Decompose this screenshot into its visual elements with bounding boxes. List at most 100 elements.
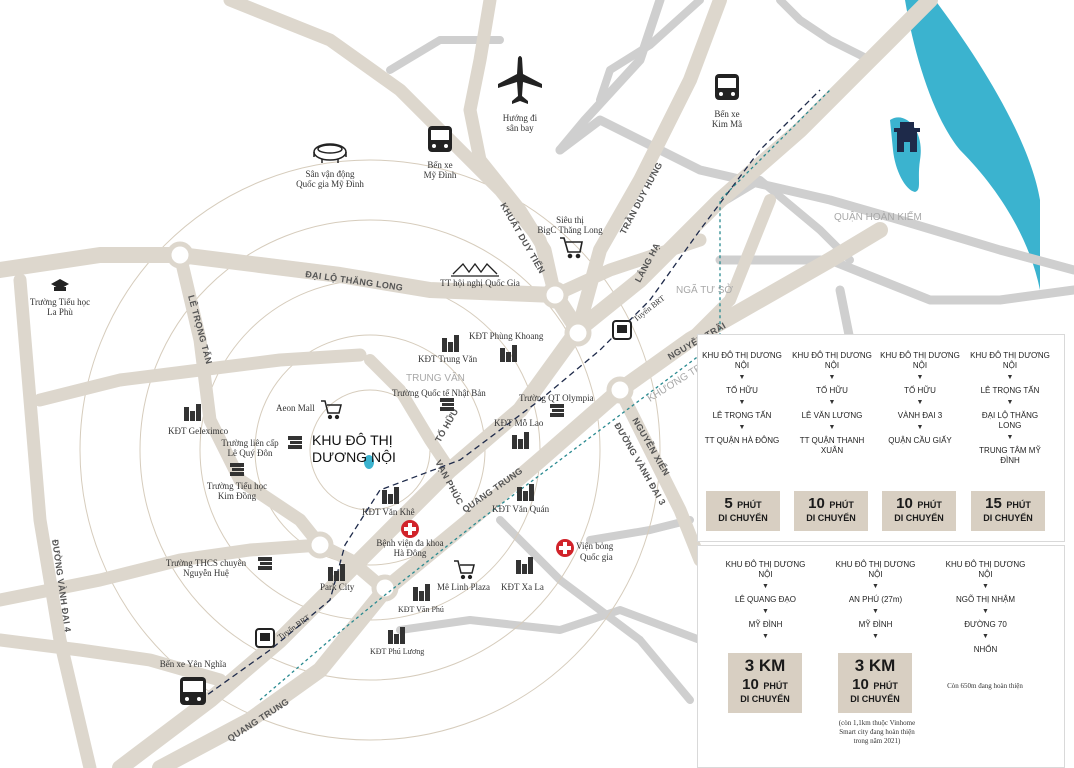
move-caption: DI CHUYỂN bbox=[718, 513, 768, 523]
travel-time-panel-top: KHU ĐÔ THỊ DƯƠNG NỘI ▼ TỐ HỮU ▼ LÊ TRỌNG T… bbox=[697, 334, 1065, 542]
kdt-trung-van-label: KĐT Trung Văn bbox=[418, 354, 478, 364]
route-step: TRUNG TÂM MỸ ĐÌNH bbox=[979, 446, 1041, 465]
kdt-van-khe-label: KĐT Văn Khê bbox=[362, 507, 415, 517]
building-icon-phung-khoang bbox=[442, 335, 459, 352]
down-arrow-icon: ▼ bbox=[738, 374, 746, 381]
minutes-value: 10 bbox=[742, 676, 759, 693]
school-icon-nguyen-hue bbox=[258, 557, 272, 570]
building-icon-mo-lao bbox=[512, 432, 529, 449]
area-trung-van: TRUNG VĂN bbox=[406, 371, 465, 384]
red-river bbox=[905, 0, 1040, 290]
move-caption: DI CHUYỂN bbox=[850, 694, 900, 704]
route-column-5: KHU ĐÔ THỊ DƯƠNG NỘI▼ LÊ QUANG ĐẠO▼ MỸ Đ… bbox=[718, 560, 813, 645]
down-arrow-icon: ▼ bbox=[762, 608, 769, 615]
route-step: VÀNH ĐAI 3 bbox=[897, 411, 943, 420]
minutes-unit: PHÚT bbox=[737, 500, 762, 510]
aeon-label: Aeon Mall bbox=[276, 403, 315, 413]
route-column-2: KHU ĐÔ THỊ DƯƠNG NỘI▼ TỐ HỮU▼ LÊ VĂN LƯƠ… bbox=[792, 351, 872, 459]
brt-top-label: Tuyến BRT bbox=[632, 293, 667, 323]
stadium-icon bbox=[313, 143, 347, 163]
bigc-label-2: BigC Thăng Long bbox=[537, 225, 603, 235]
minutes-value: 10 bbox=[896, 495, 913, 512]
move-caption: DI CHUYỂN bbox=[983, 513, 1033, 523]
minutes-unit: PHÚT bbox=[763, 681, 788, 691]
route-step: LÊ TRỌNG TẤN bbox=[712, 411, 772, 420]
route-step: KHU ĐÔ THỊ DƯƠNG NỘI bbox=[835, 560, 916, 579]
route-step: KHU ĐÔ THỊ DƯƠNG NỘI bbox=[970, 351, 1050, 370]
time-box-1: 5 PHÚT DI CHUYỂN bbox=[706, 491, 780, 531]
route-step: QUẬN CẦU GIẤY bbox=[888, 436, 952, 445]
school-le-quy-don-label-1: Trường liên cấp bbox=[221, 438, 279, 448]
hospital-ha-dong-label-2: Hà Đông bbox=[394, 548, 427, 558]
minutes-value: 5 bbox=[724, 495, 733, 512]
building-icon-xa-la bbox=[516, 557, 533, 574]
project-location-marker bbox=[364, 455, 374, 469]
down-arrow-icon: ▼ bbox=[872, 633, 879, 640]
area-nga-tu-so: NGÃ TƯ SỞ bbox=[676, 283, 733, 296]
kdt-geleximco-label: KĐT Geleximco bbox=[168, 426, 229, 436]
down-arrow-icon: ▼ bbox=[982, 583, 989, 590]
note-nhon: Còn 650m đang hoàn thiện bbox=[947, 682, 1023, 690]
minutes-value: 15 bbox=[985, 495, 1002, 512]
area-hoan-kiem: QUẬN HOÀN KIẾM bbox=[834, 210, 922, 223]
down-arrow-icon: ▼ bbox=[762, 633, 769, 640]
down-arrow-icon: ▼ bbox=[738, 424, 746, 431]
building-icon-park-city bbox=[328, 564, 345, 581]
school-la-phu-label-2: La Phù bbox=[47, 307, 73, 317]
school-la-phu-label-1: Trường Tiểu học bbox=[30, 297, 90, 307]
stadium-label-1: Sân vận động bbox=[306, 169, 355, 179]
bus-icon-my-dinh bbox=[428, 126, 452, 152]
bus-icon-kim-ma bbox=[715, 74, 739, 100]
distance-value: 3 KM bbox=[744, 656, 786, 675]
metro-route-line bbox=[259, 89, 831, 701]
kdt-van-quan-label: KĐT Văn Quán bbox=[492, 504, 550, 514]
down-arrow-icon: ▼ bbox=[1006, 374, 1014, 381]
note-an-phu: (còn 1,1km thuộc Vinhome Smart city đang… bbox=[838, 719, 916, 745]
route-step: TT QUẬN THANH XUÂN bbox=[799, 436, 865, 455]
travel-time-panel-bottom: KHU ĐÔ THỊ DƯƠNG NỘI▼ LÊ QUANG ĐẠO▼ MỸ Đ… bbox=[697, 545, 1065, 768]
time-box-4: 15 PHÚT DI CHUYỂN bbox=[971, 491, 1045, 531]
distance-box-2: 3 KM 10 PHÚT DI CHUYỂN bbox=[838, 653, 912, 713]
route-step: AN PHÚ (27m) bbox=[848, 595, 903, 604]
route-step: LÊ VĂN LƯƠNG bbox=[801, 411, 863, 420]
route-step: TỐ HỮU bbox=[904, 386, 936, 395]
minutes-unit: PHÚT bbox=[873, 681, 898, 691]
down-arrow-icon: ▼ bbox=[1006, 399, 1014, 406]
down-arrow-icon: ▼ bbox=[828, 399, 836, 406]
down-arrow-icon: ▼ bbox=[762, 583, 769, 590]
road-label-to-huu: TỐ HỮU bbox=[432, 406, 460, 444]
school-icon-le-quy-don bbox=[288, 436, 302, 449]
route-step: KHU ĐÔ THỊ DƯƠNG NỘI bbox=[792, 351, 872, 370]
hospital-ha-dong-label-1: Bệnh viện đa khoa bbox=[376, 538, 443, 548]
route-step: ĐƯỜNG 70 bbox=[964, 620, 1007, 629]
temple-icon bbox=[894, 122, 920, 152]
route-step: KHU ĐÔ THỊ DƯƠNG NỘI bbox=[725, 560, 806, 579]
hospital-icon-ha-dong bbox=[401, 520, 419, 538]
main-roads bbox=[0, 0, 938, 768]
kdt-phung-khoang-label: KĐT Phùng Khoang bbox=[469, 331, 544, 341]
route-column-6: KHU ĐÔ THỊ DƯƠNG NỘI▼ AN PHÚ (27m)▼ MỸ Đ… bbox=[828, 560, 923, 645]
school-kim-dong-label-1: Trường Tiểu học bbox=[207, 481, 267, 491]
brt-station-icon-bottom bbox=[255, 628, 275, 648]
secondary-roads bbox=[386, 0, 1074, 704]
roundabouts bbox=[166, 241, 634, 602]
kdt-xa-la-label: KĐT Xa La bbox=[501, 582, 544, 592]
minutes-unit: PHÚT bbox=[917, 500, 942, 510]
route-step: MỸ ĐÌNH bbox=[858, 620, 893, 629]
minutes-unit: PHÚT bbox=[829, 500, 854, 510]
down-arrow-icon: ▼ bbox=[916, 374, 924, 381]
hospital-icon-vien-bong bbox=[556, 539, 574, 557]
down-arrow-icon: ▼ bbox=[1006, 434, 1014, 441]
down-arrow-icon: ▼ bbox=[982, 608, 989, 615]
school-icon-nhat-ban bbox=[440, 398, 454, 411]
route-step: KHU ĐÔ THỊ DƯƠNG NỘI bbox=[945, 560, 1026, 579]
distance-value: 3 KM bbox=[854, 656, 896, 675]
route-step: MỸ ĐÌNH bbox=[748, 620, 783, 629]
building-icon-trung-van bbox=[500, 345, 517, 362]
minutes-unit: PHÚT bbox=[1006, 500, 1031, 510]
school-icon-olympia bbox=[550, 404, 564, 417]
school-nguyen-hue-label-2: Nguyễn Huệ bbox=[183, 568, 229, 578]
convention-icon bbox=[451, 262, 499, 277]
school-nguyen-hue-label-1: Trường THCS chuyên bbox=[166, 558, 247, 568]
park-city-label: Park City bbox=[320, 582, 355, 592]
